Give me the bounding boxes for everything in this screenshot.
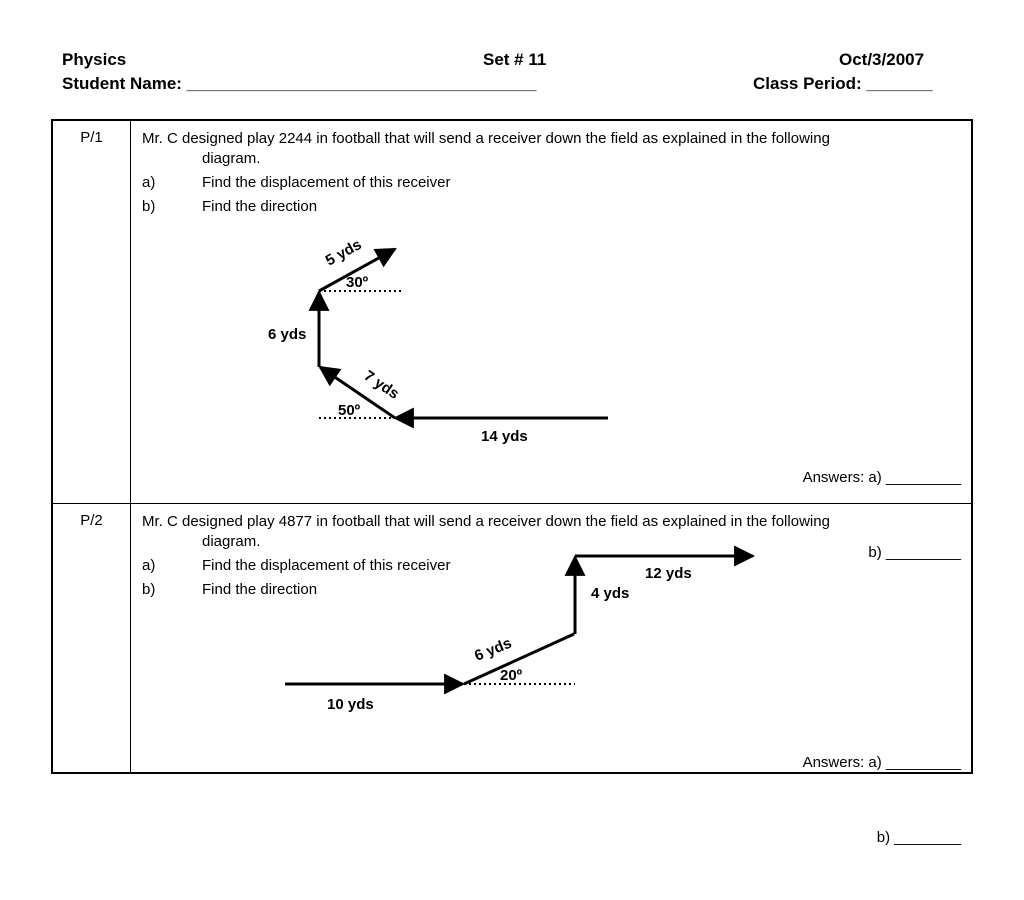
label-14yds: 14 yds — [481, 428, 528, 445]
question-b-text: Find the direction — [202, 198, 318, 215]
question-a-text: Find the displacement of this receiver — [202, 556, 451, 574]
problem-body: Mr. C designed play 2244 in football tha… — [130, 119, 973, 561]
label-6yds: 6 yds — [268, 326, 306, 343]
problem-intro: Mr. C designed play 4877 in football tha… — [142, 512, 830, 530]
student-name-field: Student Name: __________________________… — [62, 74, 537, 93]
question-a-label: a) — [142, 556, 156, 574]
problem-text: Mr. C designed play 2244 in football tha… — [142, 129, 942, 217]
problem-table: P/1 Mr. C designed play 2244 in football… — [51, 119, 973, 846]
problem-intro-cont: diagram. — [202, 150, 261, 167]
problem-number: P/1 — [51, 119, 131, 504]
question-b-label: b) — [142, 198, 156, 215]
vector-diagram-1: 14 yds 7 yds 50º 6 yds 5 yds 30º — [268, 236, 608, 445]
question-b-label: b) — [142, 580, 156, 598]
label-50deg: 50º — [338, 402, 361, 419]
problem-row: P/2 Mr. C designed play 4877 in football… — [51, 502, 973, 846]
vector-6yds — [463, 632, 575, 685]
problem-row: P/1 Mr. C designed play 2244 in football… — [51, 119, 973, 561]
label-6yds: 6 yds — [472, 634, 514, 664]
problem-number: P/2 — [51, 502, 131, 774]
question-a-text: Find the displacement of this receiver — [202, 174, 451, 191]
problem-intro: Mr. C designed play 2244 in football tha… — [142, 130, 830, 147]
subject-title: Physics — [62, 50, 127, 69]
label-20deg: 20º — [500, 667, 523, 684]
vector-diagram-2: 10 yds 6 yds 20º 4 yds 12 yds — [285, 545, 756, 713]
label-5yds: 5 yds — [323, 236, 365, 269]
question-b: b) Find the direction — [142, 580, 942, 600]
question-a-label: a) — [142, 174, 156, 191]
answer-a-blank: Answers: a) _________ — [802, 753, 961, 771]
vector-5yds — [318, 247, 397, 293]
date: Oct/3/2007 — [839, 50, 925, 69]
problem-intro-cont: diagram. — [202, 532, 261, 550]
question-a: a) Find the displacement of this receiver — [142, 173, 942, 193]
label-30deg: 30º — [346, 274, 369, 291]
label-4yds: 4 yds — [591, 585, 629, 602]
set-number: Set # 11 — [483, 50, 547, 69]
answer-a-blank: Answers: a) _________ — [802, 469, 961, 486]
class-period-field: Class Period: _______ — [753, 74, 933, 93]
answer-b-blank: b) ________ — [876, 828, 961, 846]
question-b-text: Find the direction — [202, 580, 318, 598]
problem-text: Mr. C designed play 4877 in football tha… — [142, 512, 942, 600]
label-12yds: 12 yds — [645, 565, 692, 582]
problem-body: Mr. C designed play 4877 in football tha… — [130, 502, 973, 846]
label-10yds: 10 yds — [327, 696, 374, 713]
vector-7yds — [318, 365, 396, 420]
question-b: b) Find the direction — [142, 197, 942, 217]
question-a: a) Find the displacement of this receiver — [142, 556, 942, 576]
answer-block: Answers: a) _________ b) ________ — [803, 700, 961, 900]
